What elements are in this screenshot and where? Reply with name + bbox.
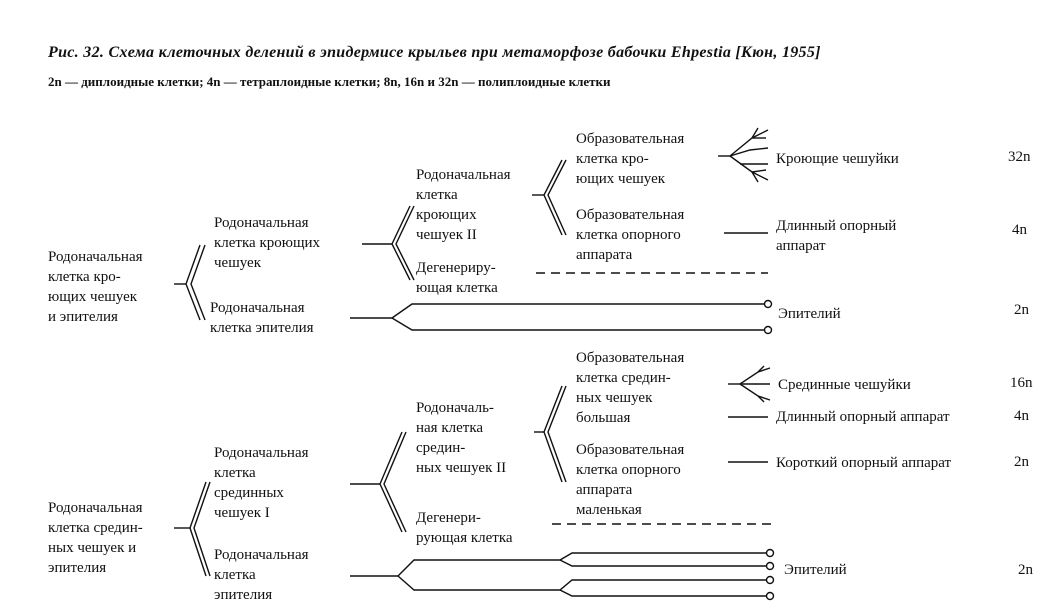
top-level1-scales-cell: Родоначальная клетка кроющих чешуек	[214, 215, 321, 271]
bottom-output-short-support: Короткий опорный аппарат	[776, 455, 952, 471]
top-level3-scales-formative-cell: Образовательная клетка кро- ющих чешуек	[576, 131, 685, 187]
ploidy-label: 2n	[1014, 302, 1029, 318]
top-level2-degenerating-cell: Дегенериру- ющая клетка	[416, 260, 498, 296]
ploidy-label: 4n	[1014, 408, 1029, 424]
top-level2-scales-cell: Родоначальная клетка кроющих чешуек II	[416, 167, 511, 243]
top-level1-epithelium-cell: Родоначальная клетка эпителия	[210, 300, 314, 336]
bottom-level2-scales-cell: Родоначаль- ная клетка средин- ных чешуе…	[416, 400, 507, 476]
bottom-level3-support-formative-cell: Образовательная клетка опорного аппарата…	[576, 442, 685, 518]
top-output-long-support: Длинный опорный аппарат	[776, 218, 897, 254]
epithelium-connector	[350, 299, 773, 335]
ploidy-label: 4n	[1012, 222, 1027, 238]
bracket	[174, 481, 211, 577]
bracket	[362, 205, 415, 281]
bracket	[532, 159, 567, 236]
top-root-cell: Родоначальная клетка кро- ющих чешуек и …	[48, 249, 143, 325]
bottom-level1-epithelium-cell: Родоначальная клетка эпителия	[214, 547, 309, 603]
figure-caption-legend: 2n — диплоидные клетки; 4n — тетраплоидн…	[48, 74, 611, 89]
bottom-output-median-scales: Срединные чешуйки	[778, 377, 911, 393]
top-output-cover-scales: Кроющие чешуйки	[776, 151, 899, 167]
scale-branching-icon	[718, 127, 769, 183]
bottom-level2-degenerating-cell: Дегенери- рующая клетка	[416, 510, 513, 546]
top-level3-support-formative-cell: Образовательная клетка опорного аппарата	[576, 207, 685, 263]
bracket	[350, 431, 407, 533]
bottom-output-long-support: Длинный опорный аппарат	[776, 409, 950, 425]
bracket	[174, 244, 206, 321]
bottom-level1-scales-cell: Родоначальная клетка срединных чешуек I	[214, 445, 309, 521]
bottom-output-epithelium: Эпителий	[784, 562, 847, 578]
bottom-level3-scales-formative-cell: Образовательная клетка средин- ных чешуе…	[576, 350, 685, 426]
bracket	[534, 385, 567, 483]
figure-caption-title: Рис. 32. Схема клеточных делений в эпиде…	[48, 44, 821, 61]
top-output-epithelium: Эпителий	[778, 306, 841, 322]
ploidy-label: 2n	[1014, 454, 1029, 470]
epithelium-connector	[350, 548, 775, 601]
scale-branching-icon	[728, 365, 771, 403]
ploidy-label: 16n	[1010, 375, 1033, 391]
bottom-root-cell: Родоначальная клетка средин- ных чешуек …	[48, 500, 143, 576]
ploidy-label: 2n	[1018, 562, 1033, 578]
ploidy-label: 32n	[1008, 149, 1031, 165]
